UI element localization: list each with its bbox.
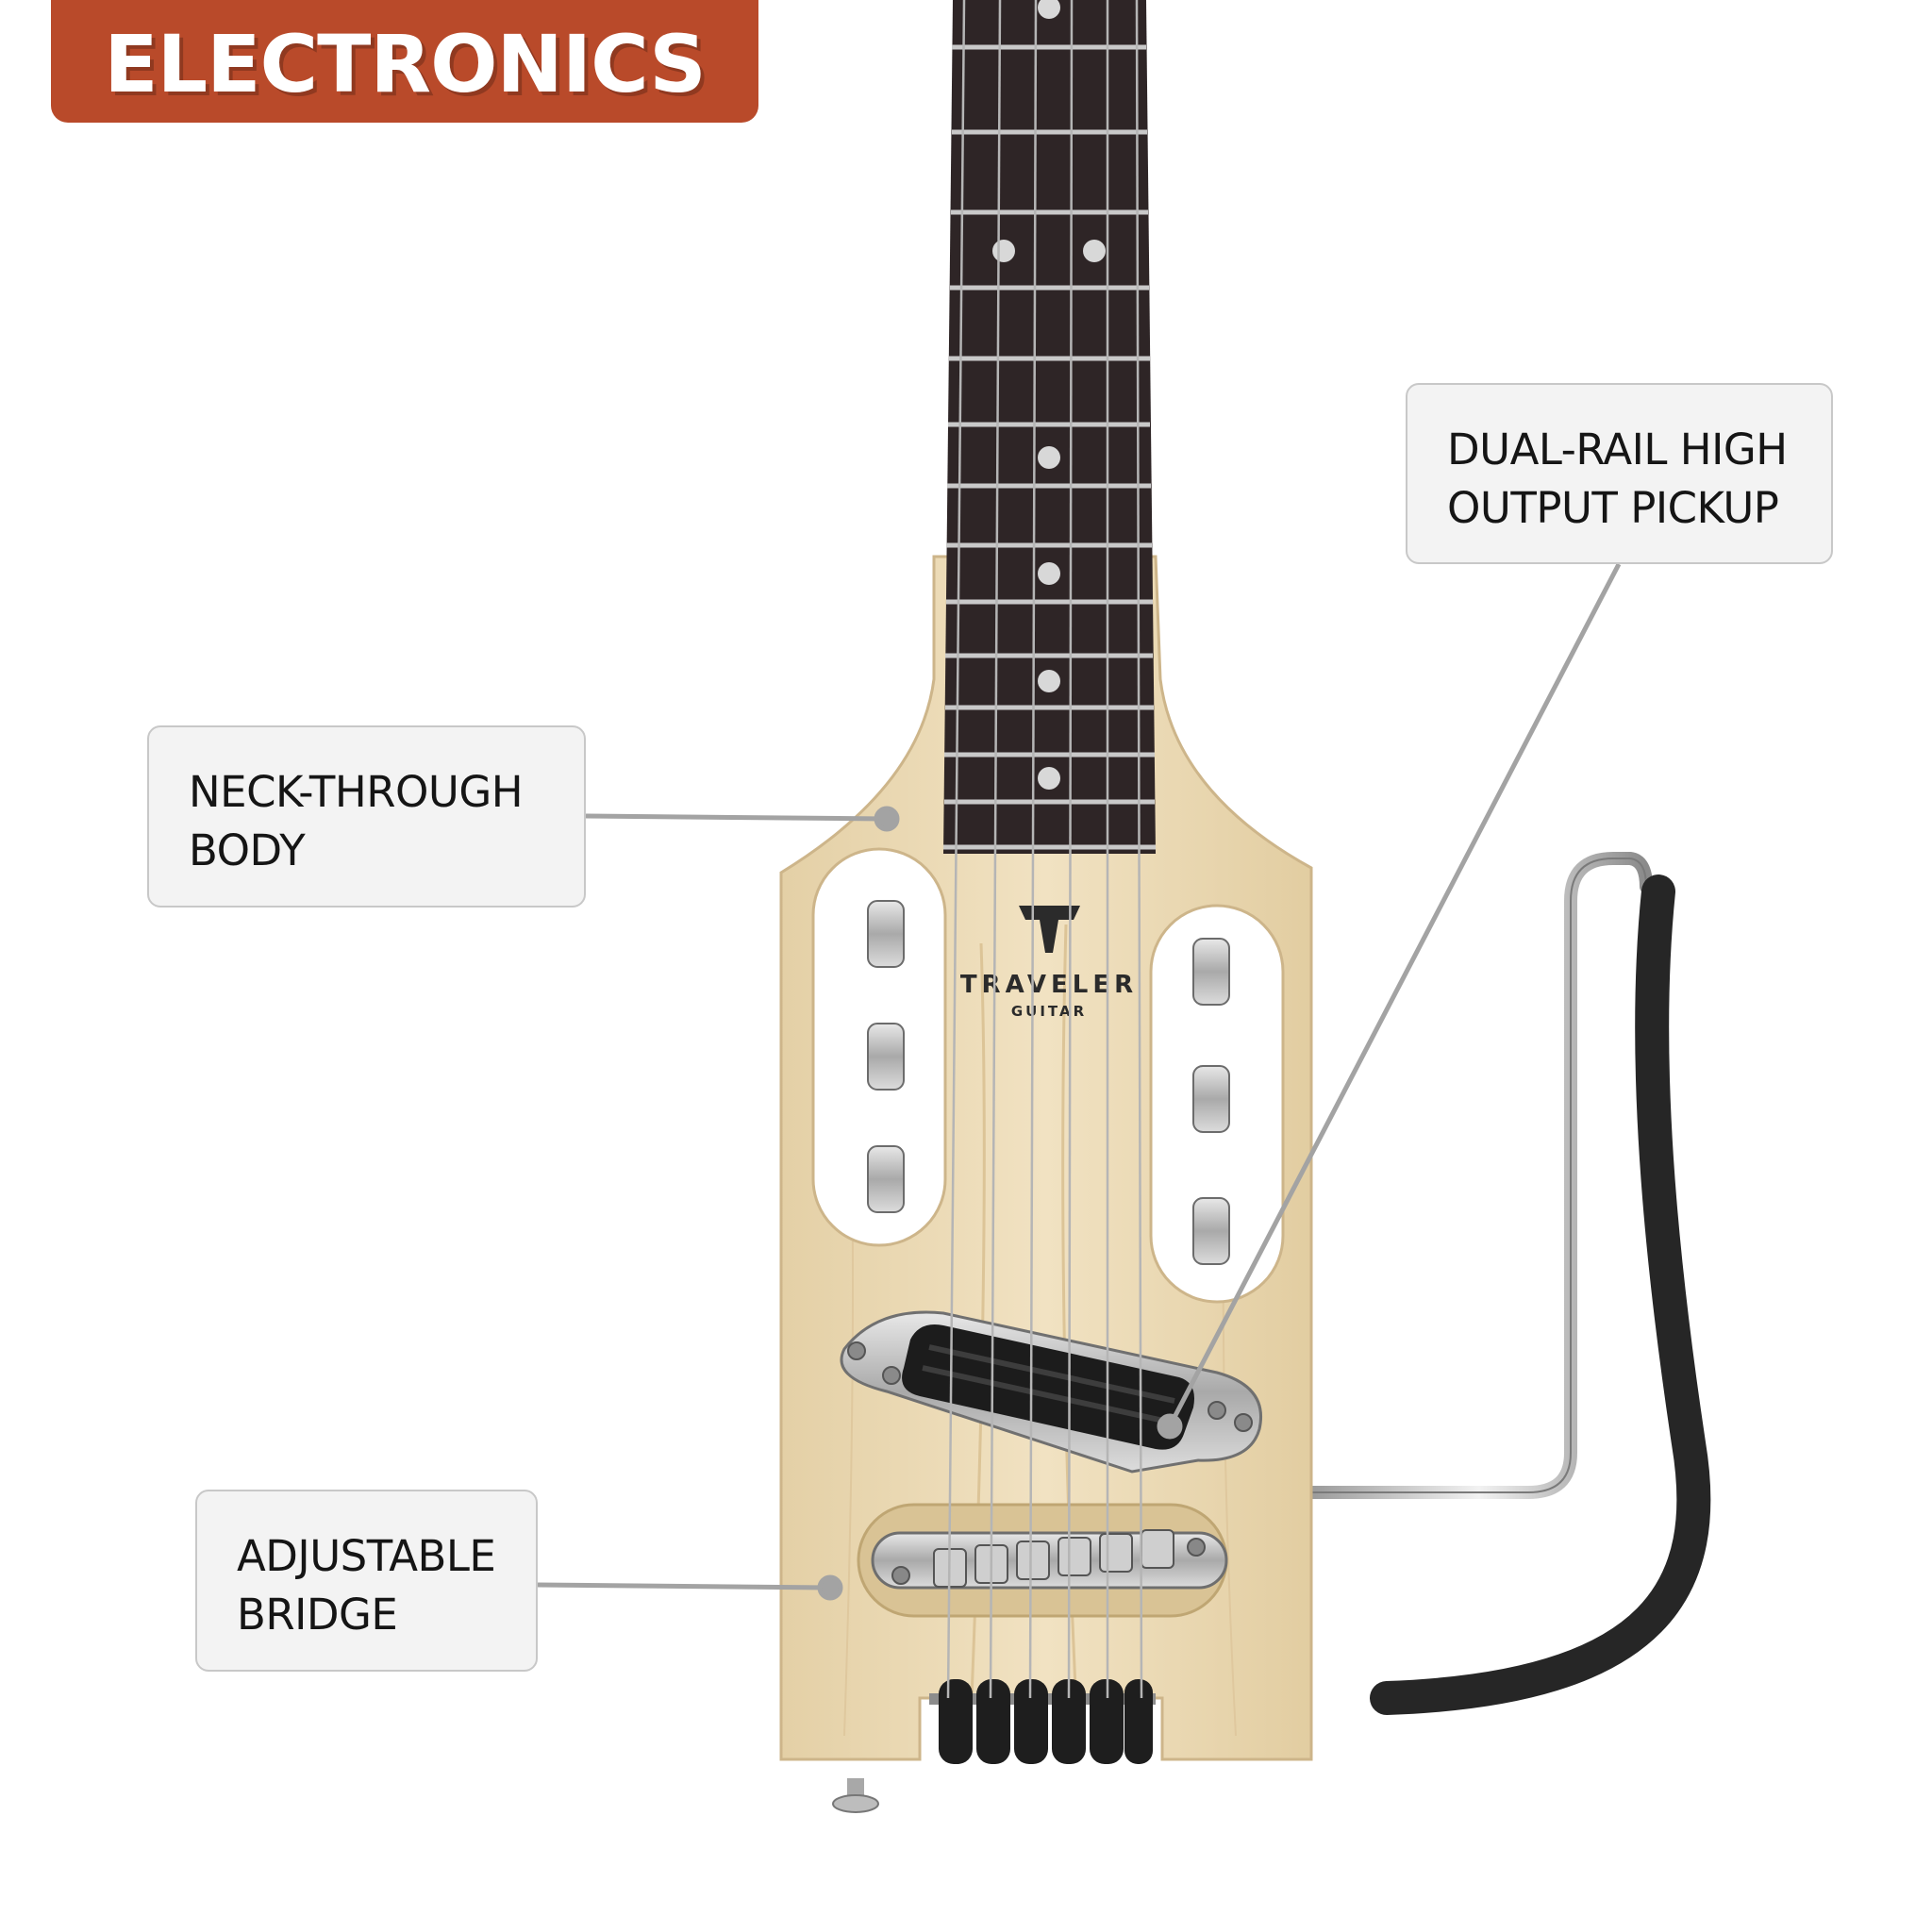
neck-callout-label: NECK-THROUGH BODY	[189, 767, 524, 875]
leader-dot-bridge	[817, 1574, 843, 1601]
leader-line-bridge	[537, 1582, 829, 1591]
bridge	[857, 1503, 1228, 1618]
leg-rest	[1305, 852, 1711, 1719]
header-title: ELECTRONICS	[104, 18, 707, 110]
leader-dot-neck	[874, 806, 900, 832]
neck-callout: NECK-THROUGH BODY	[147, 725, 586, 908]
logo-subtext: GUITAR	[1011, 1003, 1087, 1020]
foam-pad	[1370, 874, 1711, 1715]
bridge-callout: ADJUSTABLE BRIDGE	[195, 1490, 538, 1672]
pickup	[840, 1310, 1262, 1474]
strings	[946, 0, 1143, 1699]
string-rollers	[929, 1679, 1156, 1764]
fretboard	[943, 0, 1156, 854]
leader-line-pickup	[1169, 562, 1622, 1424]
leader-dot-pickup	[1157, 1413, 1183, 1440]
pickup-callout: DUAL-RAIL HIGH OUTPUT PICKUP	[1406, 383, 1833, 564]
header-banner: ELECTRONICS	[51, 0, 758, 123]
tuning-keys	[867, 900, 1230, 1265]
pickup-callout-label: DUAL-RAIL HIGH OUTPUT PICKUP	[1447, 425, 1788, 533]
leader-line-neck	[585, 813, 886, 822]
logo-text: TRAVELER	[960, 971, 1138, 999]
traveler-logo: TRAVELER GUITAR	[960, 906, 1138, 1020]
bridge-callout-label: ADJUSTABLE BRIDGE	[237, 1531, 496, 1640]
leader-lines	[537, 562, 1622, 1601]
strap-button	[832, 1778, 879, 1813]
